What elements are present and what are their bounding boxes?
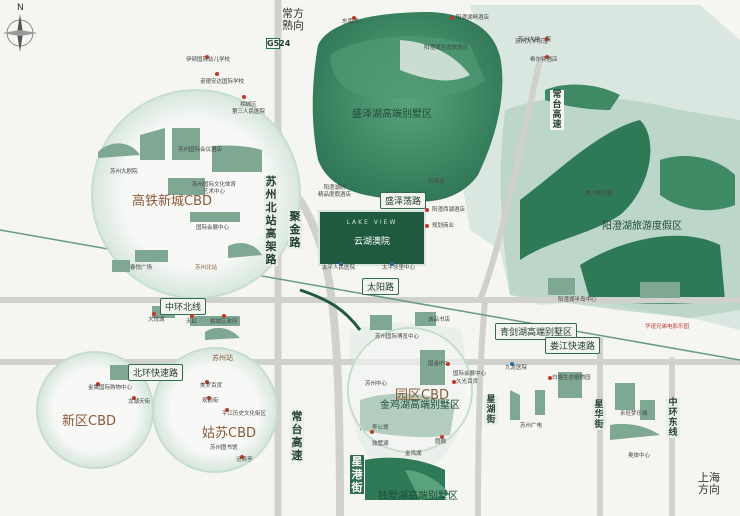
poi-label: 金鹰国际购物中心 [88, 385, 133, 391]
gusu-circle [152, 347, 278, 473]
poi-label: 苏州国际博览中心 [375, 334, 420, 340]
poi-label: 苏州中心 [365, 381, 388, 387]
direction-changshu: 常方 熟向 [282, 7, 304, 32]
poi-label: 久光百货 [456, 379, 479, 385]
road-yangjiang: 娄江快速路 [545, 337, 601, 354]
poi-label: 奥体中心 [628, 453, 651, 459]
road-taiyang: 太阳路 [362, 278, 400, 295]
compass-n: N [17, 3, 24, 13]
poi-label: 太平人民医院 [322, 265, 356, 271]
peninsula-1 [520, 120, 651, 260]
cbd-xinqu: 新区CBD [62, 414, 117, 429]
poi-label: 相城区 第三人民医院 [232, 102, 266, 115]
poi-label: 永旺梦乐城 [620, 411, 648, 417]
poi-label: 观前街 [202, 398, 219, 404]
cbd-yuanqu: 园区CBD [395, 388, 450, 403]
poi-label: 苏州大剧院 [110, 169, 138, 175]
road-changtai-bottom: 常台高速 [290, 410, 304, 462]
road-zhongdong: 中环东线 [666, 398, 680, 438]
poi-label: 阳澄湖畔酒店 [456, 15, 490, 21]
cbd-gaotie: 高铁新城CBD [132, 194, 213, 209]
project-cn: 云湖澳院 [353, 237, 390, 247]
peninsula-2 [580, 235, 725, 304]
poi-label: 天虹 [186, 319, 198, 325]
poi-label: 规划商业 [432, 223, 455, 229]
poi-label: 诺德安达国际学校 [200, 79, 245, 85]
poi-label: 白塘生态植物园 [552, 375, 591, 381]
poi-label: 东南湾 [342, 19, 359, 25]
poi-label: 苏州广电 [520, 423, 543, 429]
road-panli: 盛泽荡路 [380, 192, 427, 209]
district-shengze: 盛泽湖高端别墅区 [352, 109, 432, 120]
poi-label: 国际会展中心 [196, 225, 230, 231]
poi-label: 苏州大学一院 [518, 37, 552, 43]
poi-label: 苏州国际文化体育 艺术中心 [192, 182, 237, 195]
road-xinggang: 星港街 [350, 455, 364, 494]
poi-label: 沧浪亭 [236, 457, 253, 463]
road-jujin: 聚金路 [288, 210, 302, 249]
poi-label: 苏州图书馆 [210, 445, 238, 451]
poi-label: 大悦城 [148, 317, 165, 323]
district-jinji: 金鸡湖高端别墅区 [380, 400, 460, 411]
poi-label: 国际会展中心 [453, 371, 487, 377]
poi-label: 平江历史文化街区 [222, 411, 267, 417]
road-changtai-top: 常台高速 [550, 90, 564, 130]
project-en: LAKE VIEW [346, 219, 398, 226]
poi-label: 国金IFC [428, 361, 448, 367]
district-yangcheng: 阳澄湖旅游度假区 [602, 221, 682, 232]
district-dushu: 独墅湖高端别墅区 [378, 491, 458, 502]
poi-label: 阳澄湖研 精品度假酒店 [318, 185, 352, 198]
road-zhonghuan: 中环北线 [160, 298, 207, 315]
poi-label: 希尔顿酒店 [530, 57, 558, 63]
peninsula-3 [660, 155, 735, 211]
direction-shanghai: 上海 方向 [698, 471, 720, 496]
poi-label: 诚品书店 [428, 317, 451, 323]
poi-label: 阳澄湖生态旅游区 [424, 45, 469, 51]
poi-label: 苏州大学阳澄 [515, 39, 549, 45]
poi-label: 独墅湖 [372, 441, 389, 447]
poi-label: 苏州国际会议酒店 [178, 147, 223, 153]
road-suzhou-north: 苏州北站高架路 [264, 175, 278, 266]
poi-label: 李公堤 [372, 425, 389, 431]
road-qinglian: 青剑湖高端别墅区 [495, 323, 578, 340]
poi-label: 九龙医院 [505, 365, 528, 371]
road-xingfu: 星湖街 [484, 395, 498, 425]
poi-label: 苏州北站 [195, 265, 218, 271]
project-box[interactable]: LAKE VIEW 云湖澳院 [318, 210, 426, 266]
cbd-gusu: 姑苏CBD [202, 426, 257, 441]
poi-label: 伊顿国际幼儿学校 [186, 57, 231, 63]
poi-label: 华谊兄弟电影乐园 [645, 324, 690, 330]
poi-label: 月亮岛 [428, 179, 445, 185]
road-beihuan: 北环快速路 [128, 364, 184, 381]
poi-label: 阳澄西湖酒店 [432, 207, 466, 213]
poi-label: 春悦广场 [130, 265, 153, 271]
poi-label: 龙湖天街 [128, 399, 151, 405]
poi-label: 圆融 [435, 439, 447, 445]
road-g524: G524 [266, 38, 291, 49]
poi-label: 美人腿风景 [585, 191, 613, 197]
poi-label: 太平邻里中心 [382, 265, 416, 271]
poi-label: 金鸡湖 [405, 451, 422, 457]
poi-label: 苏州站 [212, 354, 233, 362]
road-xinghua: 星华街 [592, 400, 606, 430]
poi-label: 相城区政府 [210, 319, 238, 325]
poi-label: 阳澄湖半岛中心 [558, 297, 597, 303]
poi-label: 美罗百货 [200, 383, 223, 389]
